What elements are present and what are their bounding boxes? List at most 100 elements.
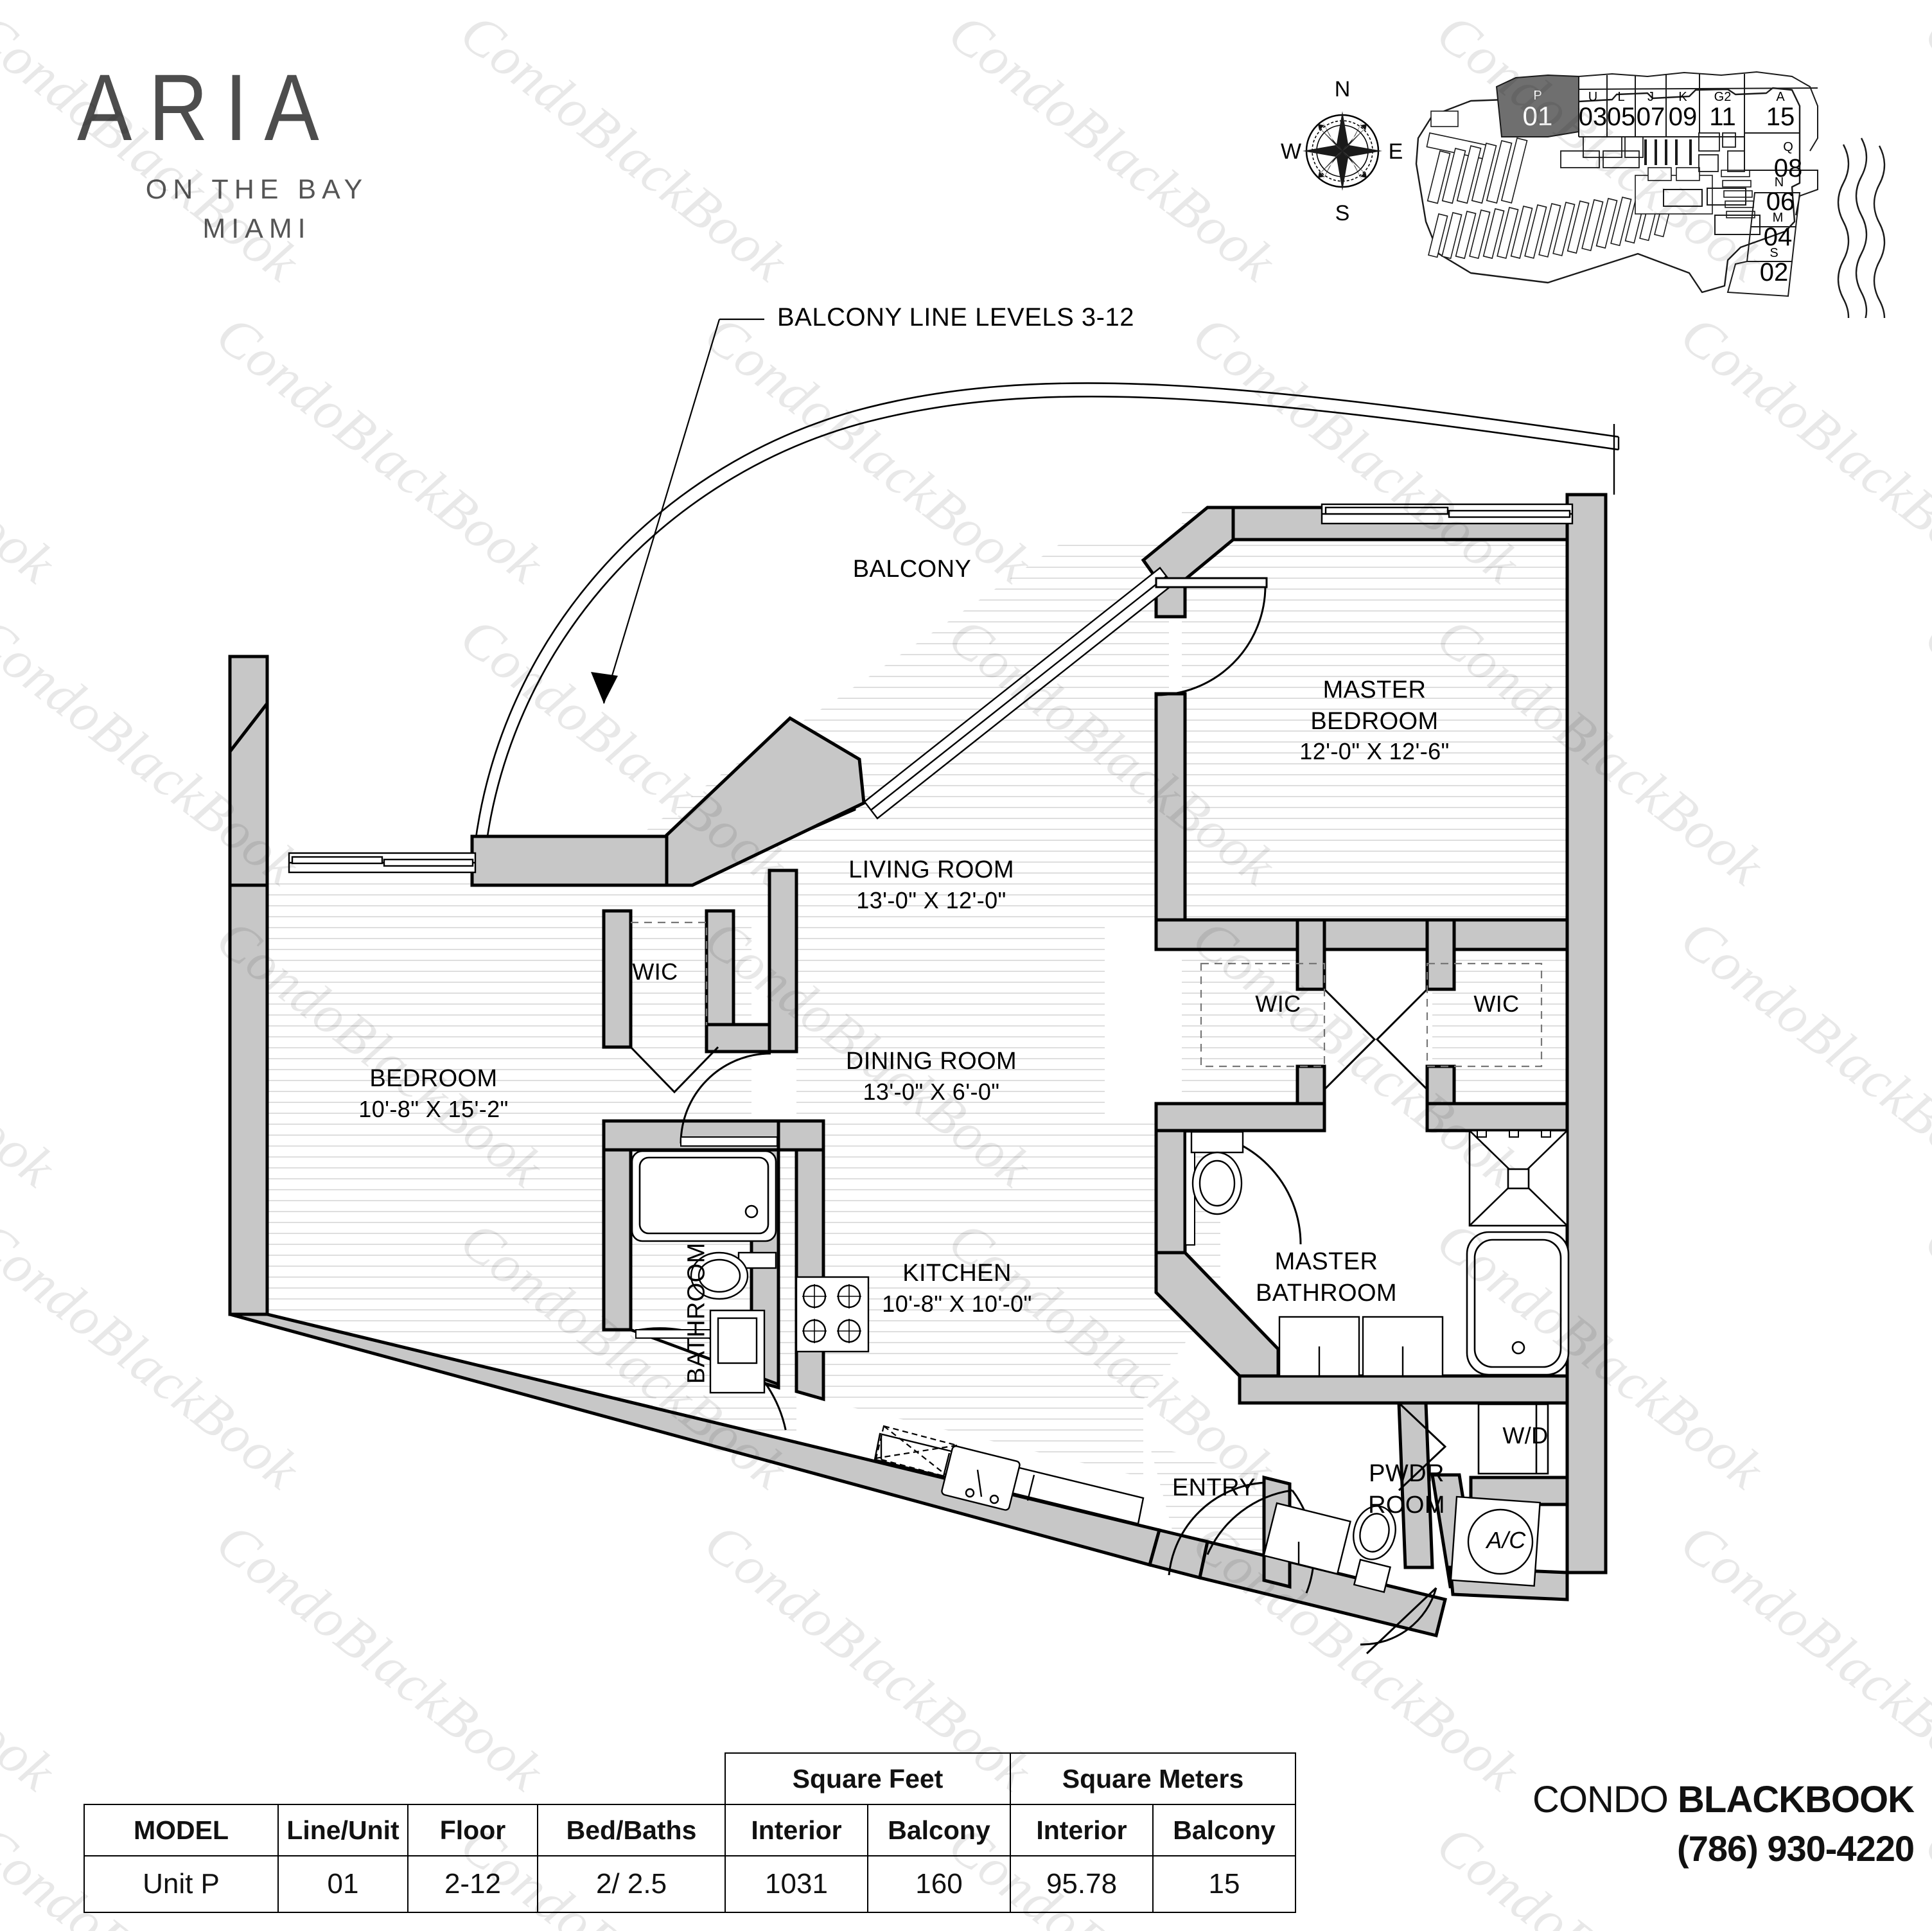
balcony-line-leader xyxy=(591,318,764,704)
room-label-master-bathroom: MASTER BATHROOM xyxy=(1204,1246,1448,1309)
compass-east-label: E xyxy=(1389,139,1403,164)
closet-shelf-dashed xyxy=(631,921,1543,1068)
keyplan-unit-S-number: 02 xyxy=(1760,258,1789,287)
cell-sm-interior: 95.78 xyxy=(1010,1855,1154,1913)
powder-room-name-1: PWDR xyxy=(1369,1460,1445,1487)
keyplan-unit-L-model: L xyxy=(1617,90,1624,104)
condo-blackbook-brand: CONDO BLACKBOOK (786) 930-4220 xyxy=(1532,1778,1915,1869)
room-label-wic-bedroom: WIC xyxy=(632,958,678,985)
bathtub-guest xyxy=(631,1150,777,1242)
table-row: Unit P 01 2-12 2/ 2.5 1031 160 95.78 15 xyxy=(83,1855,1296,1913)
kitchen-dimensions: 10'-8" X 10'-0" xyxy=(882,1290,1032,1317)
water-waves-icon xyxy=(1837,137,1886,318)
compass-south-label: S xyxy=(1335,201,1350,225)
keyplan-unit-A-model: A xyxy=(1776,90,1785,104)
balcony-line-levels-3-12 xyxy=(471,382,1619,876)
master-bathroom-name-2: BATHROOM xyxy=(1256,1279,1397,1307)
keyplan-unit-K-number: 09 xyxy=(1669,103,1698,131)
column-header-model: MODEL xyxy=(83,1804,279,1856)
keyplan-unit-J-number: 07 xyxy=(1637,103,1665,131)
keyplan-unit-G2-model: G2 xyxy=(1714,90,1732,104)
bedroom-name: BEDROOM xyxy=(369,1065,498,1092)
compass-north-label: N xyxy=(1335,77,1351,101)
vanity-powder xyxy=(1263,1502,1351,1575)
dining-room-name: DINING ROOM xyxy=(845,1048,1017,1075)
keyplan-unit-Q-number: 08 xyxy=(1774,154,1803,182)
keyplan-unit-G2-number: 11 xyxy=(1709,103,1736,131)
cell-model: Unit P xyxy=(83,1855,279,1913)
room-label-ac-closet: A/C xyxy=(1486,1527,1526,1553)
key-plan-diagram: N E S W xyxy=(1281,71,1886,318)
vanity-guest xyxy=(709,1309,766,1394)
master-bathroom-name-1: MASTER xyxy=(1274,1248,1378,1275)
master-bedroom-name-2: BEDROOM xyxy=(1310,707,1439,735)
master-bedroom-name-1: MASTER xyxy=(1322,676,1427,703)
cell-floor: 2-12 xyxy=(407,1855,538,1913)
table-group-header-row: Square Feet Square Meters xyxy=(84,1752,1296,1805)
vanity-master xyxy=(1278,1316,1444,1377)
column-header-sf-interior: Interior xyxy=(724,1804,868,1856)
column-header-line-unit: Line/Unit xyxy=(277,1804,408,1856)
aria-logo: ARIA ON THE BAY MIAMI xyxy=(77,55,411,245)
ac-unit-icon xyxy=(1450,1495,1541,1587)
cell-sf-interior: 1031 xyxy=(724,1855,868,1913)
kitchen-name: KITCHEN xyxy=(902,1260,1012,1287)
cell-bed-baths: 2/ 2.5 xyxy=(537,1855,726,1913)
living-room-dimensions: 13'-0" X 12'-0" xyxy=(856,886,1006,913)
keyplan-unit-U-model: U xyxy=(1588,90,1597,104)
room-label-entry: ENTRY xyxy=(1172,1474,1256,1501)
group-header-square-feet: Square Feet xyxy=(724,1752,1011,1805)
toilet-master xyxy=(1190,1131,1244,1215)
room-label-bathroom: BATHROOM xyxy=(683,1242,710,1384)
keyplan-unit-P-model: P xyxy=(1533,89,1541,103)
keyplan-unit-A-number: 15 xyxy=(1766,103,1795,131)
keyplan-unit-U-number: 03 xyxy=(1579,103,1608,131)
cell-line-unit: 01 xyxy=(277,1855,408,1913)
garage-structure xyxy=(1426,110,1755,260)
kitchen-sink-icon xyxy=(941,1445,1021,1511)
living-room-name: LIVING ROOM xyxy=(848,856,1014,883)
room-label-master-bedroom: MASTER BEDROOM 12'-0" X 12'-6" xyxy=(1240,675,1509,766)
master-bedroom-dimensions: 12'-0" X 12'-6" xyxy=(1299,738,1450,765)
balcony-line-callout-label: BALCONY LINE LEVELS 3-12 xyxy=(777,303,1134,331)
cooktop-icon xyxy=(795,1276,870,1353)
table-header-row: MODEL Line/Unit Floor Bed/Baths Interior… xyxy=(83,1804,1296,1856)
brand-name-bold: BLACKBOOK xyxy=(1678,1779,1915,1821)
sliding-glass-door-master[interactable] xyxy=(1321,503,1574,525)
room-label-wic-master-left: WIC xyxy=(1255,991,1301,1017)
keyplan-unit-M-number: 04 xyxy=(1764,223,1793,251)
keyplan-unit-K-model: K xyxy=(1678,90,1687,104)
room-label-washer-dryer: W/D xyxy=(1502,1422,1549,1449)
cell-sf-balcony: 160 xyxy=(867,1855,1011,1913)
tower-units: P 01 U L J K G2 A xyxy=(1495,71,1818,297)
keyplan-unit-S-model: S xyxy=(1770,246,1778,260)
column-header-sm-balcony: Balcony xyxy=(1152,1804,1296,1856)
toilet-guest xyxy=(690,1251,777,1300)
brand-name-line: CONDO BLACKBOOK xyxy=(1532,1778,1915,1821)
column-header-sf-balcony: Balcony xyxy=(867,1804,1011,1856)
toilet-powder xyxy=(1353,1505,1396,1593)
keyplan-unit-J-model: J xyxy=(1647,90,1654,104)
cell-sm-balcony: 15 xyxy=(1152,1855,1296,1913)
logo-brand-text: ARIA xyxy=(77,55,336,161)
keyplan-unit-M-model: M xyxy=(1773,211,1784,225)
bedroom-dimensions: 10'-8" X 15'-2" xyxy=(358,1095,509,1122)
room-label-kitchen: KITCHEN 10'-8" X 10'-0" xyxy=(822,1258,1092,1319)
sliding-glass-door-west[interactable] xyxy=(288,852,477,874)
compass-rose-icon: N E S W xyxy=(1281,77,1403,225)
unit-spec-table: Square Feet Square Meters MODEL Line/Uni… xyxy=(83,1752,1296,1913)
washer-dryer-box xyxy=(1477,1403,1549,1475)
keyplan-unit-N-number: 06 xyxy=(1766,188,1795,216)
room-label-dining-room: DINING ROOM 13'-0" X 6'-0" xyxy=(790,1046,1073,1107)
room-label-living-room: LIVING ROOM 13'-0" X 12'-0" xyxy=(790,854,1073,915)
column-header-bed-baths: Bed/Baths xyxy=(537,1804,726,1856)
room-label-powder-room: PWDR ROOM xyxy=(1336,1458,1477,1521)
column-header-sm-interior: Interior xyxy=(1010,1804,1154,1856)
keyplan-unit-N-model: N xyxy=(1775,175,1784,190)
column-header-floor: Floor xyxy=(407,1804,538,1856)
keyplan-unit-Q-model: Q xyxy=(1783,140,1793,154)
brand-phone[interactable]: (786) 930-4220 xyxy=(1677,1828,1915,1869)
shower-master xyxy=(1468,1129,1568,1227)
